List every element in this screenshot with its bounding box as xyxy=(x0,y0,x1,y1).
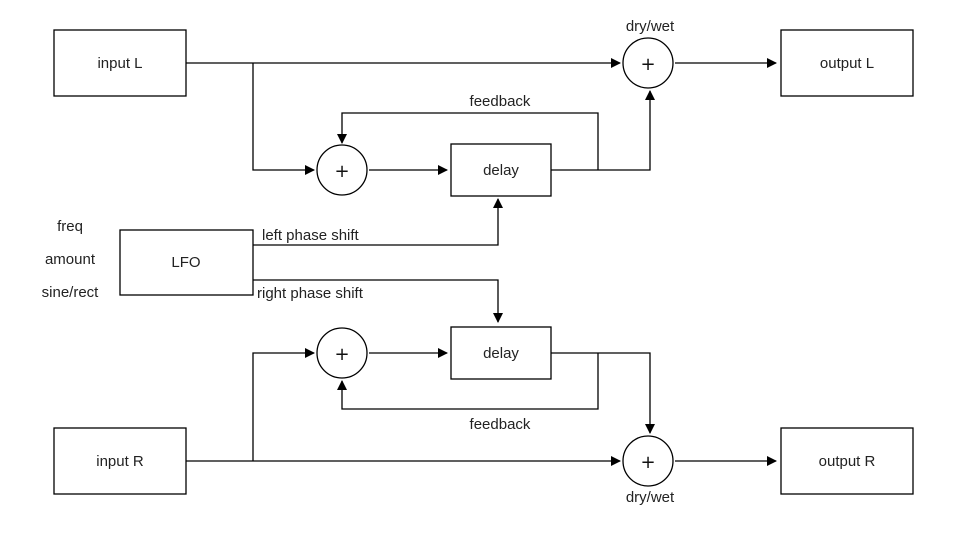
dry-wet-label-top: dry/wet xyxy=(626,18,675,35)
left-phase-shift-label: left phase shift xyxy=(262,227,360,244)
feedback-sum-l-symbol: + xyxy=(334,161,349,182)
feedback-label-top: feedback xyxy=(470,93,531,110)
lfo-param-waveform: sine/rect xyxy=(42,284,100,301)
mix-sum-l-symbol: + xyxy=(640,54,655,75)
output-l-label: output L xyxy=(820,55,874,72)
feedback-sum-l: + xyxy=(316,144,368,196)
input-l-label: input L xyxy=(97,55,142,72)
wire-lfo-to-delay-r xyxy=(253,279,503,323)
mix-sum-r-symbol: + xyxy=(640,452,655,473)
mix-sum-r: + xyxy=(622,435,674,487)
output-r-label: output R xyxy=(819,453,876,470)
feedback-sum-r-symbol: + xyxy=(334,344,349,365)
lfo-param-amount: amount xyxy=(45,251,96,268)
input-r-block: input R xyxy=(53,427,187,495)
lfo-param-freq: freq xyxy=(57,218,83,235)
wire-lfo-to-delay-l xyxy=(253,198,503,246)
delay-l-label: delay xyxy=(483,162,519,179)
output-r-block: output R xyxy=(780,427,914,495)
input-l-block: input L xyxy=(53,29,187,97)
wire-delay-l-to-mix-l xyxy=(551,90,655,171)
wire-input-l-to-fb-sum-l xyxy=(252,63,315,175)
lfo-block: LFO xyxy=(119,229,254,296)
wire-input-r-to-fb-sum-r xyxy=(252,348,315,461)
delay-r-block: delay xyxy=(450,326,552,380)
wire-feedback-l xyxy=(337,112,599,170)
delay-r-label: delay xyxy=(483,345,519,362)
feedback-sum-r: + xyxy=(316,327,368,379)
dry-wet-label-bottom: dry/wet xyxy=(626,489,675,506)
wire-feedback-r xyxy=(337,353,599,410)
lfo-label: LFO xyxy=(171,254,200,271)
input-r-label: input R xyxy=(96,453,144,470)
feedback-label-bottom: feedback xyxy=(470,416,531,433)
wire-delay-r-to-mix-r xyxy=(551,352,655,434)
output-l-block: output L xyxy=(780,29,914,97)
mix-sum-l: + xyxy=(622,37,674,89)
delay-l-block: delay xyxy=(450,143,552,197)
right-phase-shift-label: right phase shift xyxy=(257,285,364,302)
